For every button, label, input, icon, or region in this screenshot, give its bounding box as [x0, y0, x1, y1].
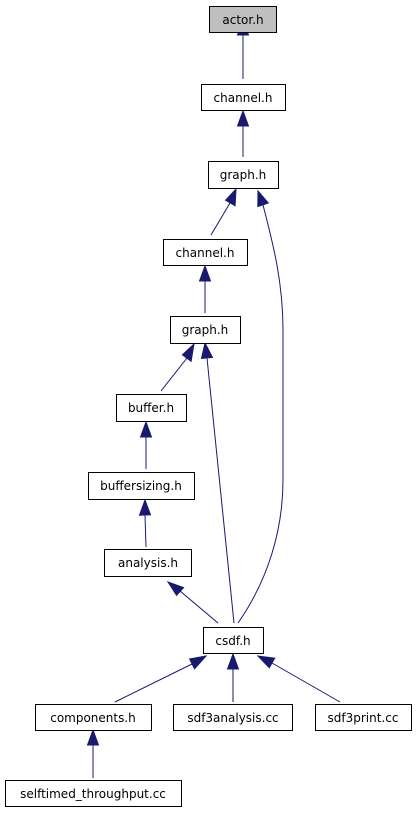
node-label-components-h: components.h: [50, 711, 136, 725]
edge-buffersizing-to-buffer: [139, 420, 153, 469]
node-label-graph-h-lower: graph.h: [182, 323, 229, 337]
node-label-selftimed-throughput-cc: selftimed_throughput.cc: [20, 787, 166, 801]
node-channel-h-lower[interactable]: channel.h: [163, 239, 248, 266]
edge-components-to-csdf: [114, 655, 208, 703]
node-label-actor-h: actor.h: [222, 13, 263, 27]
node-label-channel-h-upper: channel.h: [214, 91, 273, 105]
edge-csdf-to-graph-2: [200, 341, 235, 624]
edge-buffer-to-graph-2: [160, 342, 195, 392]
node-label-buffersizing-h: buffersizing.h: [100, 479, 182, 493]
edge-sdf3print-to-csdf: [256, 655, 341, 703]
node-actor-h[interactable]: actor.h: [209, 6, 277, 33]
node-csdf-h[interactable]: csdf.h: [203, 627, 264, 654]
node-label-sdf3print-cc: sdf3print.cc: [328, 711, 399, 725]
node-label-csdf-h: csdf.h: [215, 634, 250, 648]
node-selftimed-throughput-cc[interactable]: selftimed_throughput.cc: [5, 780, 182, 807]
edge-graph-2-to-channel-2: [198, 264, 212, 313]
edge-channel-2-to-graph-1: [210, 187, 237, 236]
node-sdf3analysis-cc[interactable]: sdf3analysis.cc: [173, 704, 293, 731]
node-buffersizing-h[interactable]: buffersizing.h: [88, 472, 195, 500]
node-label-analysis-h: analysis.h: [118, 556, 178, 570]
edge-analysis-to-buffersizing: [138, 498, 152, 548]
node-components-h[interactable]: components.h: [35, 704, 152, 731]
node-channel-h-upper[interactable]: channel.h: [201, 84, 286, 111]
node-sdf3print-cc[interactable]: sdf3print.cc: [315, 704, 412, 731]
edge-graph-1-to-channel-1: [236, 109, 250, 157]
node-label-graph-h-upper: graph.h: [220, 168, 267, 182]
node-graph-h-upper[interactable]: graph.h: [208, 161, 279, 189]
node-buffer-h[interactable]: buffer.h: [116, 394, 187, 422]
edge-csdf-to-graph-1: [237, 189, 284, 624]
node-label-sdf3analysis-cc: sdf3analysis.cc: [187, 711, 278, 725]
node-analysis-h[interactable]: analysis.h: [104, 549, 192, 577]
edge-sdf3analysis-to-csdf: [226, 652, 240, 702]
node-label-buffer-h: buffer.h: [128, 401, 174, 415]
node-graph-h-lower[interactable]: graph.h: [170, 316, 241, 344]
edge-selftimed-to-components: [86, 728, 100, 778]
node-label-channel-h-lower: channel.h: [176, 246, 235, 260]
edge-csdf-to-analysis: [166, 581, 219, 624]
